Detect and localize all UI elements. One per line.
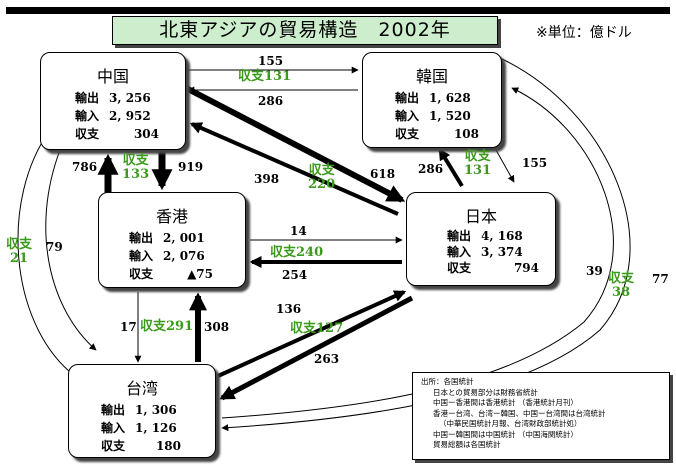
region-name: 中国	[96, 67, 129, 86]
label-export: 輸出	[395, 91, 420, 105]
region-box-korea: 韓国 輸出 1, 628 輸入 1, 520 収支 108	[362, 52, 502, 148]
flow-korea-japan: 155	[522, 156, 548, 170]
balance-china-hk: 収支 133	[122, 153, 150, 182]
value-balance: ▲75	[187, 267, 213, 281]
arrow-taiwan-korea	[221, 87, 614, 419]
value-balance: 180	[155, 439, 181, 453]
flow-hk-china: 786	[72, 160, 98, 174]
balance-japan-hk: 収支240	[270, 245, 324, 260]
label-balance: 収支	[447, 261, 472, 275]
flow-korea-taiwan: 39	[586, 264, 603, 278]
value-import: 2, 076	[163, 249, 205, 263]
label-import: 輸入	[395, 109, 420, 123]
region-name: 香港	[155, 207, 188, 226]
flow-japan-hk: 254	[282, 268, 308, 282]
flow-hk-taiwan: 17	[120, 320, 137, 334]
source-line: 中国ー韓国間は中国統計 （中国海関統計）	[433, 429, 578, 439]
label-import: 輸入	[75, 109, 100, 123]
label-export: 輸出	[447, 229, 472, 243]
region-name: 日本	[464, 207, 497, 226]
arrow-taiwan-japan	[217, 290, 407, 378]
source-line: 中国ー香港間は香港統計 （香港統計月刊）	[433, 398, 578, 407]
label-balance: 収支	[101, 439, 126, 453]
balance-korea-japan: 収支 131	[464, 149, 492, 178]
label-export: 輸出	[75, 91, 100, 105]
region-box-hongkong: 香港 輸出 2, 001 輸入 2, 076 収支 ▲75	[98, 192, 246, 288]
arrow-korea-taiwan	[221, 57, 631, 432]
balance-japan-taiwan: 収支127	[290, 321, 344, 336]
arrow-china-taiwan	[45, 149, 97, 351]
label-import: 輸入	[129, 249, 154, 263]
value-balance: 794	[513, 261, 539, 275]
balance-china-japan: 収支 220	[308, 163, 336, 192]
label-balance: 収支	[395, 127, 420, 141]
balance-china-korea: 収支131	[238, 69, 292, 84]
value-import: 3, 374	[481, 245, 523, 259]
flow-china-japan: 618	[370, 167, 396, 181]
value-export: 2, 001	[163, 231, 205, 245]
region-box-taiwan: 台湾 輸出 1, 306 輸入 1, 126 収支 180	[68, 364, 216, 458]
source-line: 香港ー台湾、台湾ー韓国、中国ー台湾間は台湾統計	[433, 408, 606, 418]
value-export: 4, 168	[481, 229, 523, 243]
page-title: 北東アジアの貿易構造 2002年	[112, 16, 498, 45]
region-box-china: 中国 輸出 3, 256 輸入 2, 952 収支 304	[40, 52, 186, 150]
arrow-japan-china	[189, 122, 399, 216]
region-box-japan: 日本 輸出 4, 168 輸入 3, 374 収支 794	[406, 192, 556, 286]
flow-taiwan-japan: 136	[276, 302, 302, 316]
arrow-korea-japan	[495, 149, 515, 183]
source-heading: 出所：各国統計	[421, 377, 474, 386]
balance-china-taiwan: 収支 21	[6, 237, 33, 266]
label-balance: 収支	[129, 267, 154, 281]
arrow-taiwan-china	[17, 129, 71, 373]
label-export: 輸出	[101, 403, 126, 417]
flow-china-hk: 919	[178, 160, 204, 174]
balance-korea-taiwan: 収支 38	[608, 271, 635, 300]
flow-korea-china: 286	[258, 94, 284, 108]
flow-japan-china: 398	[254, 172, 280, 186]
region-name: 韓国	[415, 67, 448, 86]
value-export: 1, 628	[429, 91, 471, 105]
arrow-china-japan	[184, 85, 406, 203]
value-import: 1, 126	[135, 421, 177, 435]
value-balance: 304	[133, 127, 159, 141]
source-line: 日本との貿易部分は財務省統計	[433, 387, 538, 397]
label-import: 輸入	[447, 245, 472, 259]
arrow-japan-taiwan	[219, 295, 414, 401]
label-import: 輸入	[101, 421, 126, 435]
flow-japan-korea: 286	[418, 162, 444, 176]
flow-china-korea: 155	[258, 54, 284, 68]
source-line: 貿易総額は各国統計	[433, 440, 501, 449]
flow-taiwan-hk: 308	[204, 320, 230, 334]
flow-japan-taiwan: 263	[314, 352, 340, 366]
unit-note: ※単位：億ドル	[536, 25, 632, 41]
value-import: 1, 520	[429, 109, 471, 123]
source-note: 出所：各国統計 日本との貿易部分は財務省統計 中国ー香港間は香港統計 （香港統計…	[412, 372, 670, 460]
value-export: 1, 306	[135, 403, 177, 417]
source-line: （中華民国統計月報、台湾財政部統計処）	[439, 419, 582, 428]
top-rule	[6, 7, 670, 14]
value-balance: 108	[453, 127, 479, 141]
label-export: 輸出	[129, 231, 154, 245]
region-name: 台湾	[125, 379, 158, 398]
value-export: 3, 256	[109, 91, 151, 105]
value-import: 2, 952	[109, 109, 151, 123]
arrow-japan-korea	[438, 147, 464, 188]
flow-taiwan-korea: 77	[652, 272, 669, 286]
flow-hk-japan: 14	[290, 224, 307, 238]
balance-taiwan-hk: 収支291	[140, 319, 194, 334]
flow-china-taiwan: 79	[46, 240, 63, 254]
label-balance: 収支	[75, 127, 100, 141]
